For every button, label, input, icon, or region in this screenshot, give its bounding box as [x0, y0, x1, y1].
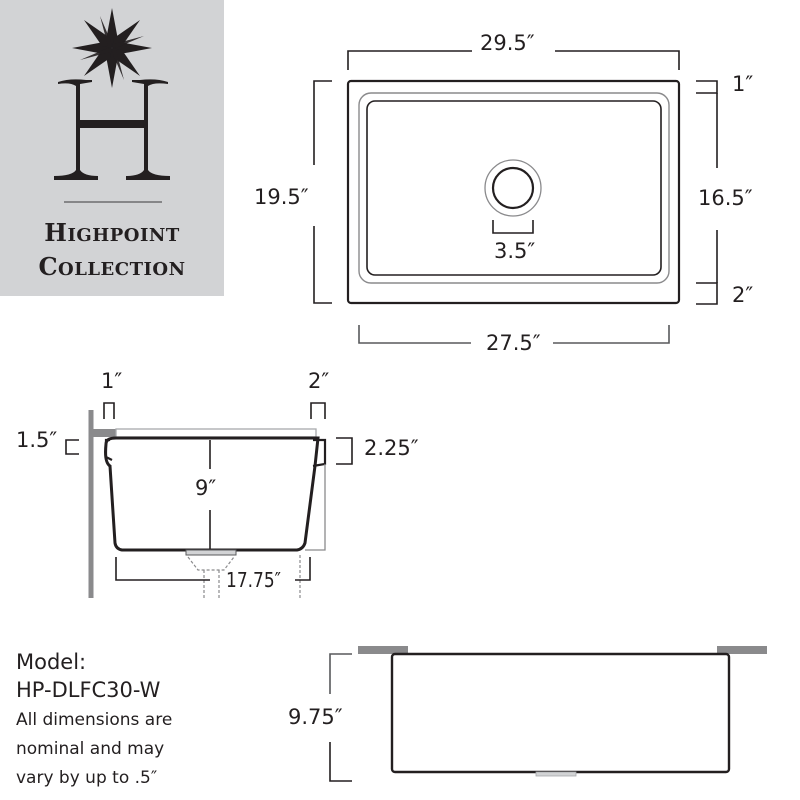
drain-diameter-label: 3.5″ [494, 239, 536, 263]
disclaimer-line-1: All dimensions are [16, 710, 173, 730]
bottom-width-label: 17.75″ [226, 568, 282, 592]
disclaimer-line-3: vary by up to .5″ [16, 768, 158, 788]
brand-rest: IGHPOINT [67, 225, 180, 246]
drain-dim [492, 220, 534, 234]
front-rim-label: 2″ [732, 283, 754, 307]
collection-rest: OLLECTION [58, 259, 186, 280]
front-view-outline [390, 652, 731, 774]
brand-name: HIGHPOINT [0, 218, 224, 247]
overall-depth-label: 19.5″ [254, 185, 309, 209]
drain-inner [491, 166, 535, 210]
bowl-width-label: 27.5″ [486, 331, 541, 355]
inner-depth-label: 9″ [195, 476, 217, 500]
bowl-depth-label: 16.5″ [698, 186, 753, 210]
disclaimer-line-2: nominal and may [16, 739, 165, 759]
sink-outer-outline [346, 79, 681, 305]
back-ledge-label: 1″ [101, 369, 123, 393]
brand-logo-panel: HIGHPOINT COLLECTION [0, 0, 224, 296]
back-rim-label: 1″ [732, 72, 754, 96]
front-ledge-label: 2″ [308, 369, 330, 393]
brand-initial: H [44, 218, 68, 247]
collection-initial: C [38, 252, 59, 281]
drain-outer [484, 159, 542, 217]
overall-height-label: 9.75″ [288, 705, 343, 729]
highpoint-logo-icon [54, 8, 170, 203]
rim-thickness-label: 1.5″ [16, 428, 58, 452]
model-label: Model: [16, 650, 87, 674]
brand-collection: COLLECTION [0, 252, 224, 281]
apron-height-label: 2.25″ [364, 436, 419, 460]
top-width-dim-right [555, 50, 680, 70]
top-width-dim-left [347, 50, 472, 70]
model-number: HP-DLFC30-W [16, 678, 161, 702]
overall-width-label: 29.5″ [480, 31, 535, 55]
